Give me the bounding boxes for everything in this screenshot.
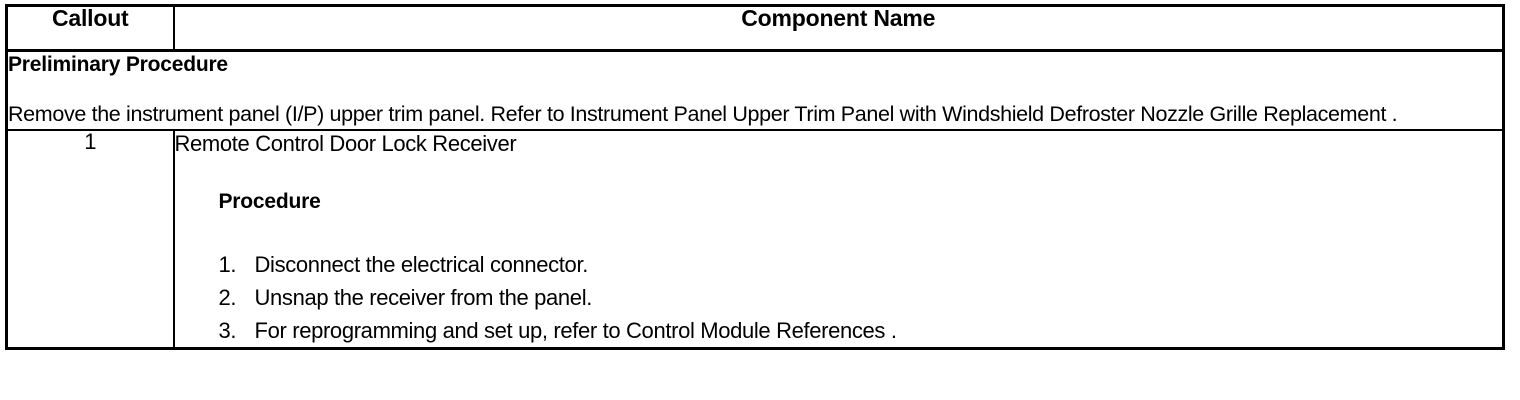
step-text: Disconnect the electrical connector.	[254, 251, 589, 277]
step-text: Unsnap the receiver from the panel.	[254, 284, 593, 310]
procedure-subheading: Procedure	[218, 189, 321, 213]
table-row: 1 Remote Control Door Lock Receiver Proc…	[6, 129, 1504, 349]
column-header-callout-label: Callout	[51, 5, 129, 31]
list-item: 2. Unsnap the receiver from the panel.	[219, 281, 1503, 314]
component-callout-table: Callout Component Name Preliminary Proce…	[5, 4, 1505, 350]
step-number: 2.	[218, 284, 237, 310]
preliminary-procedure-cell: Preliminary Procedure Remove the instrum…	[6, 50, 1504, 132]
preliminary-procedure-row: Preliminary Procedure Remove the instrum…	[6, 50, 1504, 132]
column-header-component-name-label: Component Name	[741, 5, 936, 31]
component-name: Remote Control Door Lock Receiver	[174, 131, 517, 157]
step-number: 3.	[218, 317, 237, 343]
step-number: 1.	[218, 251, 237, 277]
callout-number: 1	[84, 129, 97, 155]
column-header-component-name: Component Name	[173, 5, 1504, 52]
list-item: 3. For reprogramming and set up, refer t…	[219, 314, 1503, 347]
procedure-step-list: 1. Disconnect the electrical connector. …	[175, 248, 1503, 347]
column-header-callout: Callout	[6, 5, 175, 52]
callout-number-cell: 1	[6, 129, 175, 349]
table-header-row: Callout Component Name	[6, 5, 1504, 52]
list-item: 1. Disconnect the electrical connector.	[219, 248, 1503, 281]
preliminary-procedure-title: Preliminary Procedure	[8, 53, 228, 76]
step-text: For reprogramming and set up, refer to C…	[254, 317, 897, 343]
component-detail-cell: Remote Control Door Lock Receiver Proced…	[173, 130, 1504, 349]
preliminary-procedure-body: Remove the instrument panel (I/P) upper …	[8, 102, 1398, 127]
